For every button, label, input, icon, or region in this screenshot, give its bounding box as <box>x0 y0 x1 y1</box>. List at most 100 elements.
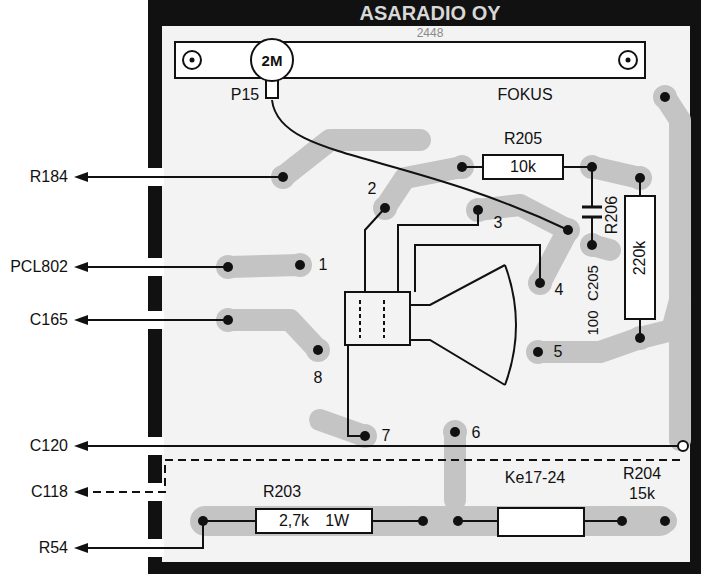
component-label: R203 <box>263 484 301 500</box>
connection-arrow <box>86 445 678 447</box>
arrow-head <box>74 172 88 553</box>
connection-arrow <box>86 460 680 492</box>
crt-symbol <box>360 300 384 338</box>
board-number: 2448 <box>417 27 444 39</box>
resistor-symbol: 10kR205 <box>482 154 564 180</box>
pin-number: 7 <box>382 428 391 444</box>
connection-arrow <box>86 176 283 178</box>
capacitor-symbol <box>582 206 602 209</box>
board-frame <box>148 0 701 574</box>
component-value: 220k <box>632 240 648 275</box>
solder-pad <box>526 340 550 364</box>
component-label: Ke17-24 <box>505 470 566 486</box>
solder-pad <box>313 345 323 355</box>
resistor-symbol: 2,7k1WR203 <box>255 508 373 534</box>
arrow-head <box>74 172 88 182</box>
component-lead <box>203 167 640 521</box>
connection-label: PCL802 <box>10 259 68 275</box>
pin-number: 6 <box>472 425 481 441</box>
solder-pad <box>450 427 460 437</box>
potentiometer-body <box>190 58 195 63</box>
component-lead <box>203 520 257 522</box>
manufacturer-name: ASARADIO OY <box>359 3 500 23</box>
crt-symbol <box>345 292 410 345</box>
connection-label: C165 <box>30 312 68 328</box>
solder-pad <box>660 516 670 526</box>
component-lead <box>462 166 484 168</box>
connection-arrow <box>86 521 203 548</box>
component-lead <box>562 166 592 168</box>
component-lead <box>371 520 423 522</box>
component-lead <box>639 318 641 338</box>
board-frame <box>162 26 690 562</box>
text-row <box>499 509 583 535</box>
copper-band <box>190 506 675 536</box>
part-value: 100 <box>585 310 600 335</box>
potentiometer-body <box>626 58 631 63</box>
control-name: FOKUS <box>497 87 552 103</box>
solder-pad <box>288 253 312 277</box>
crt-symbol <box>410 340 505 385</box>
wire <box>348 345 365 436</box>
potentiometer-body <box>619 51 637 69</box>
wire <box>272 100 568 230</box>
connection-arrow <box>86 177 688 548</box>
component-value: 2M <box>262 53 283 68</box>
copper-trace <box>538 338 640 352</box>
crt-symbol <box>505 265 516 385</box>
connection-arrow <box>86 266 228 268</box>
copper-trace <box>385 167 462 208</box>
text-row: 10k <box>484 156 562 178</box>
solder-pad <box>443 420 467 444</box>
board-frame <box>146 0 701 574</box>
arrow-head <box>74 543 88 553</box>
component-label: R206 <box>604 196 620 234</box>
pin-number: 1 <box>319 257 328 273</box>
pin-number: 5 <box>554 344 563 360</box>
copper-trace <box>665 97 680 440</box>
pin-number: 8 <box>314 370 323 386</box>
solder-pad <box>191 85 677 533</box>
component-label: R205 <box>504 131 542 147</box>
arrow-head <box>74 315 88 325</box>
connection-arrow <box>86 319 228 321</box>
capacitor-symbol <box>582 216 602 219</box>
component-lead <box>583 520 622 522</box>
pin-number: 3 <box>494 215 503 231</box>
connection-label: R54 <box>39 540 68 556</box>
wire <box>398 210 478 292</box>
solder-pad <box>653 85 677 109</box>
component-value: 1W <box>325 513 349 529</box>
resistor-symbol: 220kR206 <box>624 195 656 320</box>
copper-trace <box>228 320 318 350</box>
solder-pad <box>295 260 305 270</box>
solder-pad <box>191 85 677 533</box>
arrow-head <box>74 441 88 451</box>
wire <box>415 245 540 292</box>
component-lead <box>591 167 593 207</box>
solder-pad <box>660 92 670 102</box>
solder-pad <box>533 347 543 357</box>
connection-label: C120 <box>30 438 68 454</box>
connection-label: R184 <box>30 169 68 185</box>
solder-pad <box>306 338 330 362</box>
potentiometer-knob: 2M <box>250 38 294 82</box>
pin-number: 4 <box>555 282 564 298</box>
crt-symbol <box>410 265 505 305</box>
crt-symbol <box>345 265 516 385</box>
potentiometer-body <box>183 51 201 69</box>
component-lead <box>591 217 593 245</box>
copper-trace <box>228 97 680 500</box>
copper-band <box>190 506 675 536</box>
component-label: 15k <box>629 486 655 502</box>
text-row: 2,7k 1W <box>257 510 371 532</box>
wire <box>365 208 385 292</box>
pin-number: 2 <box>368 181 377 197</box>
part-label: P15 <box>231 87 259 103</box>
capacitor-symbol <box>582 207 602 217</box>
wire <box>272 100 568 436</box>
vdr-symbol: Ke17-24R20415k <box>497 507 585 537</box>
arrow-head <box>74 487 88 497</box>
component-value: 2,7k <box>279 513 309 529</box>
